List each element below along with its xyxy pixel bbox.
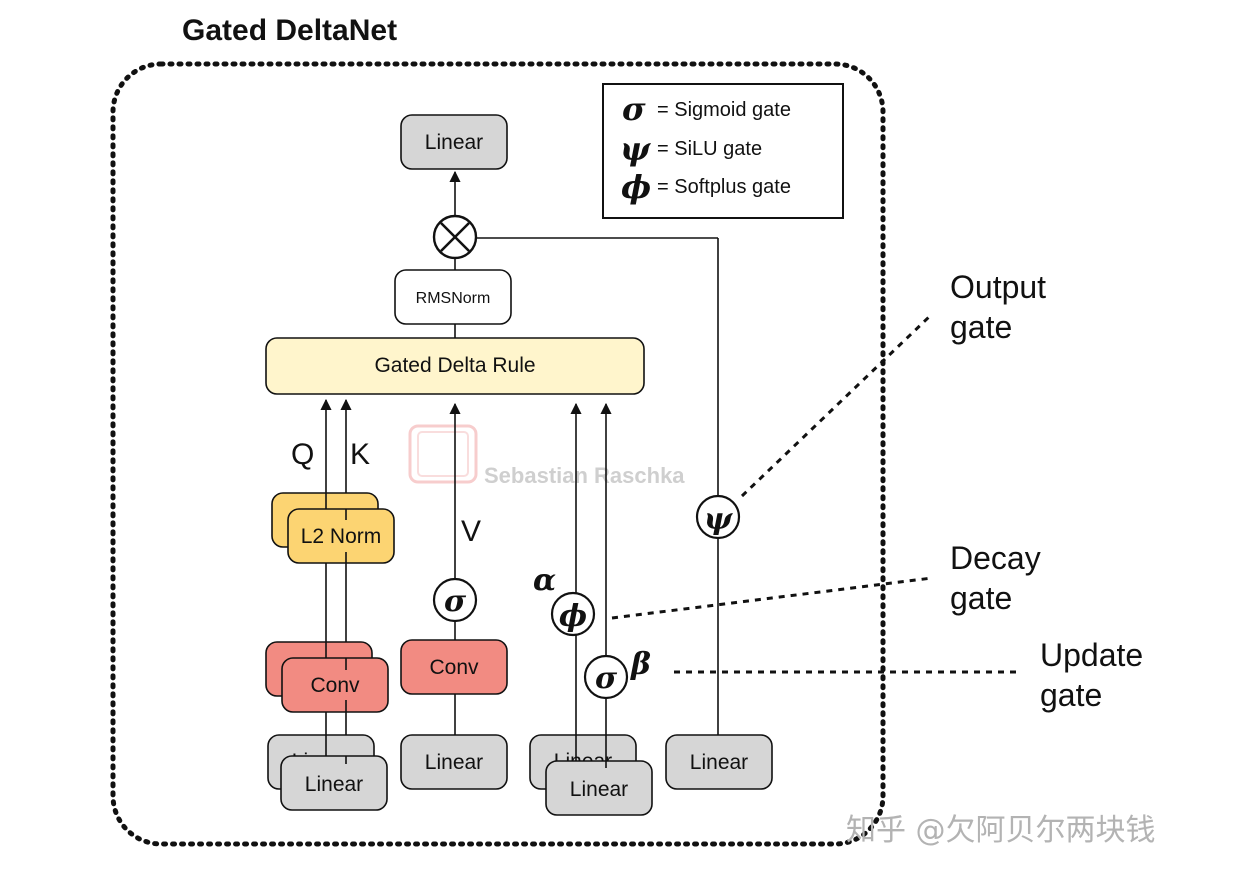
conv-qk-label: Conv <box>310 674 360 697</box>
k-label: K <box>350 438 370 471</box>
annotation-leaders <box>611 314 1020 674</box>
legend-symbol-psi: ψ <box>620 130 651 168</box>
linear-v-label: Linear <box>425 751 483 774</box>
linear-out-label: Linear <box>690 751 748 774</box>
conv-v-block: Conv <box>400 639 508 695</box>
legend-text-sigmoid: = Sigmoid gate <box>657 99 791 121</box>
decay-gate-label-line2: gate <box>950 580 1012 616</box>
conv-v-label: Conv <box>429 656 479 679</box>
legend-symbol-sigma: σ <box>622 90 646 128</box>
legend-box <box>602 83 844 219</box>
linear-qk-label: Linear <box>305 773 363 796</box>
linear-ab-block: Linear Linear <box>529 734 653 816</box>
decay-gate-leader <box>611 576 933 620</box>
watermark-text: Sebastian Raschka <box>484 463 685 488</box>
multiply-node <box>432 214 478 260</box>
phi-gate-symbol: ϕ <box>559 599 587 634</box>
rmsnorm-label: RMSNorm <box>416 290 491 307</box>
output-gate-label-line1: Output <box>950 269 1046 305</box>
psi-gate: ψ <box>695 494 741 540</box>
credit-text: 知乎 @欠阿贝尔两块钱 <box>846 813 1156 848</box>
output-gate-leader <box>740 314 932 498</box>
linear-top-label: Linear <box>425 131 483 154</box>
linear-ab-front <box>545 760 653 816</box>
gated-delta-rule-block: Gated Delta Rule <box>265 337 645 395</box>
diagram-title: Gated DeltaNet <box>182 14 397 47</box>
sigma-gate-v-symbol: σ <box>444 584 467 619</box>
v-label: V <box>461 515 481 548</box>
gated-delta-rule-label: Gated Delta Rule <box>374 354 535 377</box>
linear-v-block: Linear <box>400 734 508 790</box>
update-gate-label-line1: Update <box>1040 637 1143 673</box>
psi-gate-symbol: ψ <box>704 502 734 537</box>
legend: σ = Sigmoid gate ψ = SiLU gate ϕ = Softp… <box>602 83 844 219</box>
output-gate-label-line2: gate <box>950 309 1012 345</box>
alpha-label: α <box>533 563 556 598</box>
watermark-seal <box>408 424 478 484</box>
update-gate-label-line2: gate <box>1040 677 1102 713</box>
q-label: Q <box>291 438 314 471</box>
l2norm-block: L2 Norm <box>271 492 395 564</box>
phi-gate: ϕ <box>550 591 596 637</box>
sigma-gate-beta: σ <box>583 654 629 700</box>
outer-dotted-frame <box>110 61 886 847</box>
decay-gate-label-line1: Decay <box>950 540 1041 576</box>
linear-qk-block: Linear Linear <box>267 734 388 811</box>
sigma-gate-beta-symbol: σ <box>595 661 618 696</box>
linear-top-block: Linear <box>400 114 508 170</box>
legend-text-silu: = SiLU gate <box>657 138 762 160</box>
connections <box>320 170 719 760</box>
conv-qk-block: Conv <box>265 641 389 713</box>
legend-text-softplus: = Softplus gate <box>657 176 791 198</box>
linear-out-block: Linear <box>665 734 773 790</box>
sigma-gate-v: σ <box>432 577 478 623</box>
legend-symbol-phi: ϕ <box>621 168 651 206</box>
beta-label: β <box>630 647 651 682</box>
linear-ab-label: Linear <box>570 778 628 801</box>
l2norm-label: L2 Norm <box>301 525 382 548</box>
rmsnorm-block: RMSNorm <box>394 269 512 325</box>
linear-qk-front <box>280 755 388 811</box>
